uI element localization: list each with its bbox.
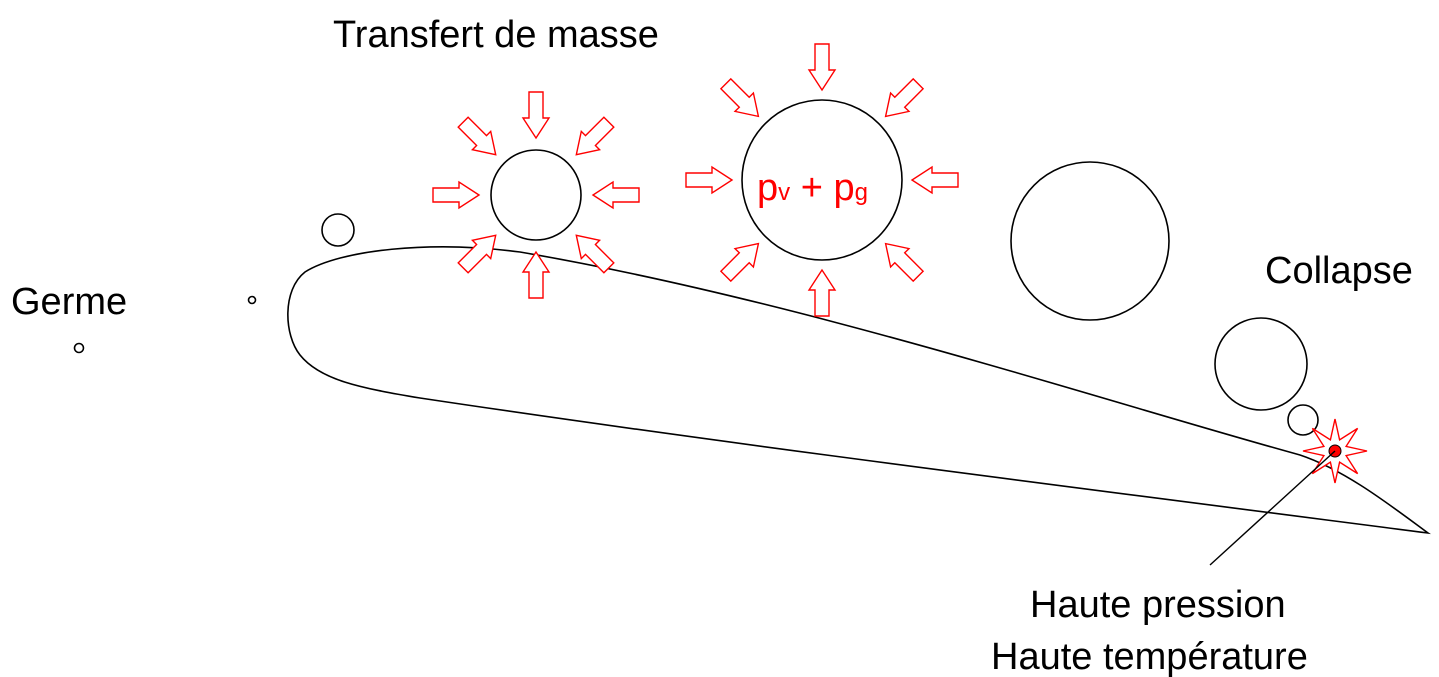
pressure-arrow-2	[884, 77, 925, 118]
germ-bubble-tiny	[247, 295, 257, 305]
germ-bubble-small	[73, 342, 85, 354]
mass-transfer-arrow-1	[521, 91, 551, 140]
bubble-vapor-gas	[741, 99, 903, 261]
label-germ: Germe	[11, 281, 127, 323]
mass-transfer-arrow-8	[457, 116, 497, 156]
mass-transfer-arrow-4	[575, 234, 615, 274]
mass-transfer-arrow-6	[457, 234, 497, 274]
mass-transfer-arrow-5	[521, 250, 551, 299]
mass-transfer-arrow-7	[432, 180, 481, 210]
mass-transfer-arrow-3	[591, 180, 640, 210]
leader-line	[1209, 450, 1336, 566]
label-mass-transfer: Transfert de masse	[333, 14, 659, 56]
inward-arrows-mass-transfer	[432, 91, 640, 299]
pressure-plus: +	[790, 167, 833, 209]
bubble-max-size	[1010, 161, 1170, 321]
label-high-temperature: Haute température	[991, 636, 1308, 677]
bubble-collapsing-large	[1214, 317, 1308, 411]
label-collapse: Collapse	[1265, 250, 1413, 292]
pressure-arrow-3	[910, 165, 959, 195]
pressure-arrow-1	[807, 43, 837, 92]
pressure-subscript-g: g	[855, 179, 868, 206]
pressure-subscript-v: v	[778, 179, 790, 206]
inward-arrows-pressure	[685, 43, 959, 317]
growing-bubble	[321, 213, 355, 247]
mass-transfer-arrow-2	[575, 116, 615, 156]
pressure-arrow-6	[719, 242, 760, 283]
pressure-arrow-5	[807, 268, 837, 317]
bubble-mass-transfer	[490, 149, 582, 241]
pressure-p1: p	[757, 167, 778, 209]
pressure-arrow-4	[884, 242, 925, 283]
pressure-arrow-7	[685, 165, 734, 195]
hydrofoil-profile	[287, 246, 1431, 535]
label-high-pressure: Haute pression	[1030, 584, 1286, 626]
label-pressure-sum: pv + pg	[757, 167, 868, 209]
pressure-arrow-8	[719, 77, 760, 118]
bubble-collapsing-small	[1287, 404, 1319, 436]
pressure-p2: p	[833, 167, 854, 209]
